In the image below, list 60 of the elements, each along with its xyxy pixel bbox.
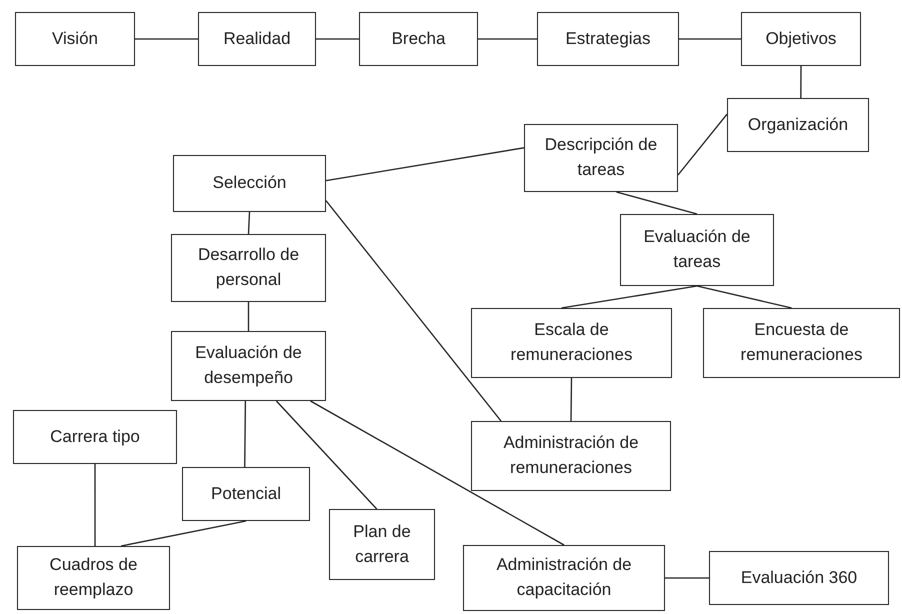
process-box	[741, 12, 861, 66]
connector-line	[665, 577, 709, 579]
connector-line	[244, 401, 246, 467]
box-label: Escala de remuneraciones	[510, 319, 634, 366]
box-label: Estrategias	[565, 28, 651, 50]
box-label: Descripción de tareas	[544, 134, 658, 181]
box-label: Visión	[52, 28, 98, 50]
connector-line	[316, 38, 359, 40]
process-box	[727, 98, 869, 152]
box-label: Brecha	[392, 28, 446, 50]
process-box	[329, 509, 435, 580]
connector-line	[120, 520, 246, 547]
connector-line	[326, 200, 502, 422]
process-box	[620, 214, 774, 286]
connector-line	[94, 464, 96, 546]
process-box	[471, 421, 671, 491]
connector-line	[248, 212, 250, 234]
connector-line	[679, 38, 741, 40]
process-box	[13, 410, 177, 464]
connector-line	[570, 378, 572, 421]
connector-line	[310, 400, 564, 546]
process-box	[171, 234, 326, 302]
process-box	[173, 155, 326, 212]
box-label: Cuadros de reemplazo	[48, 554, 138, 601]
connector-line	[135, 38, 198, 40]
process-box	[703, 308, 900, 378]
process-box	[463, 545, 665, 611]
box-label: Encuesta de remuneraciones	[740, 319, 864, 366]
box-label: Plan de carrera	[352, 520, 412, 568]
box-label: Evaluación de desempeño	[194, 342, 303, 389]
connector-line	[326, 147, 524, 182]
box-label: Carrera tipo	[50, 426, 140, 448]
box-label: Administración de capacitación	[495, 554, 633, 601]
process-box	[524, 124, 678, 192]
box-label: Realidad	[223, 28, 291, 50]
process-box	[171, 331, 326, 401]
process-box	[359, 12, 478, 66]
connector-line	[478, 38, 537, 40]
box-label: Desarrollo de personal	[196, 244, 300, 291]
box-label: Potencial	[211, 482, 281, 505]
process-box	[17, 546, 170, 610]
box-label: Evaluación de tareas	[642, 226, 752, 273]
box-label: Selección	[212, 172, 286, 194]
process-box	[709, 551, 889, 605]
box-label: Organización	[748, 114, 848, 136]
process-box	[198, 12, 316, 66]
box-label: Objetivos	[766, 28, 836, 50]
connector-line	[678, 114, 728, 176]
connector-line	[276, 400, 378, 510]
process-box	[15, 12, 135, 66]
process-box	[537, 12, 679, 66]
connector-line	[561, 285, 698, 309]
box-label: Evaluación 360	[740, 566, 858, 589]
connector-line	[800, 66, 802, 98]
connector-line	[248, 302, 250, 331]
process-box	[182, 467, 310, 521]
box-label: Administración de remuneraciones	[502, 432, 640, 479]
connector-line	[616, 191, 698, 215]
process-box	[471, 308, 672, 378]
connector-line	[696, 285, 792, 309]
